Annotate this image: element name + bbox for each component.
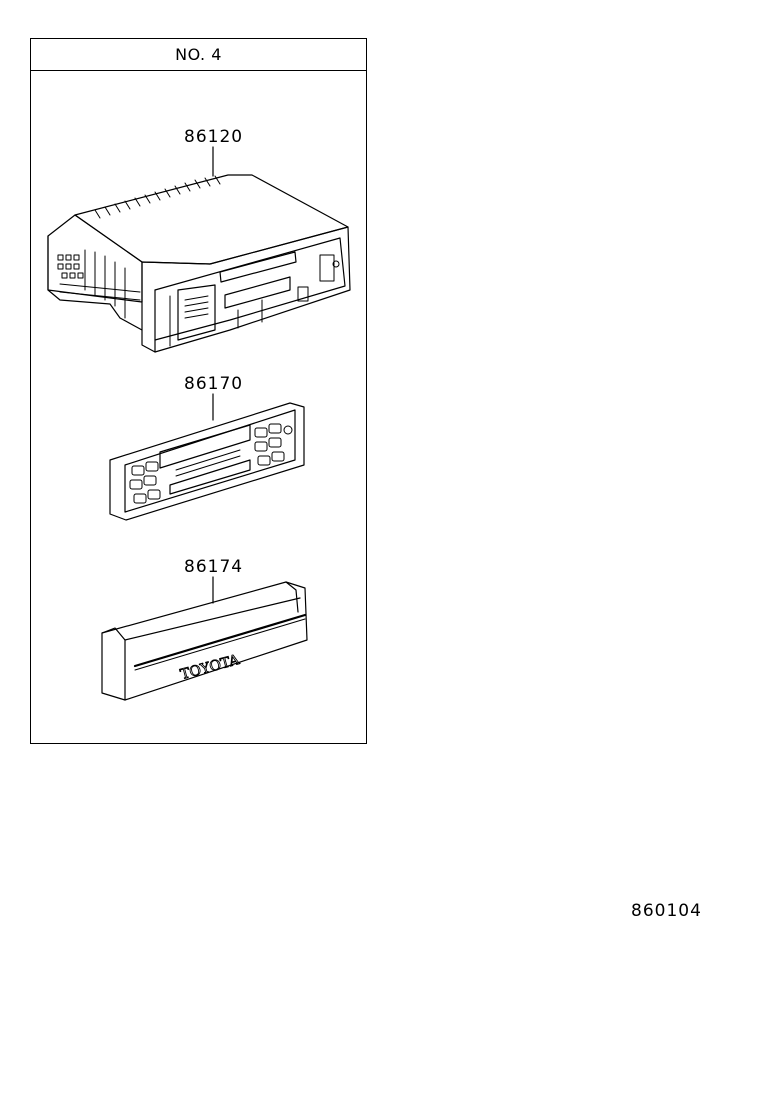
toyota-logo: TOYOTA — [179, 652, 242, 683]
faceplate-cover-illustration: TOYOTA — [102, 577, 307, 700]
front-panel-illustration — [110, 394, 304, 520]
part-number-86120: 86120 — [184, 127, 244, 147]
group-title: NO. 4 — [31, 39, 366, 71]
radio-receiver-illustration — [48, 147, 350, 352]
parts-group-frame: NO. 4 — [30, 38, 367, 744]
part-number-86174: 86174 — [184, 557, 244, 577]
part-number-86170: 86170 — [184, 374, 244, 394]
catalog-number: 860104 — [631, 901, 702, 921]
